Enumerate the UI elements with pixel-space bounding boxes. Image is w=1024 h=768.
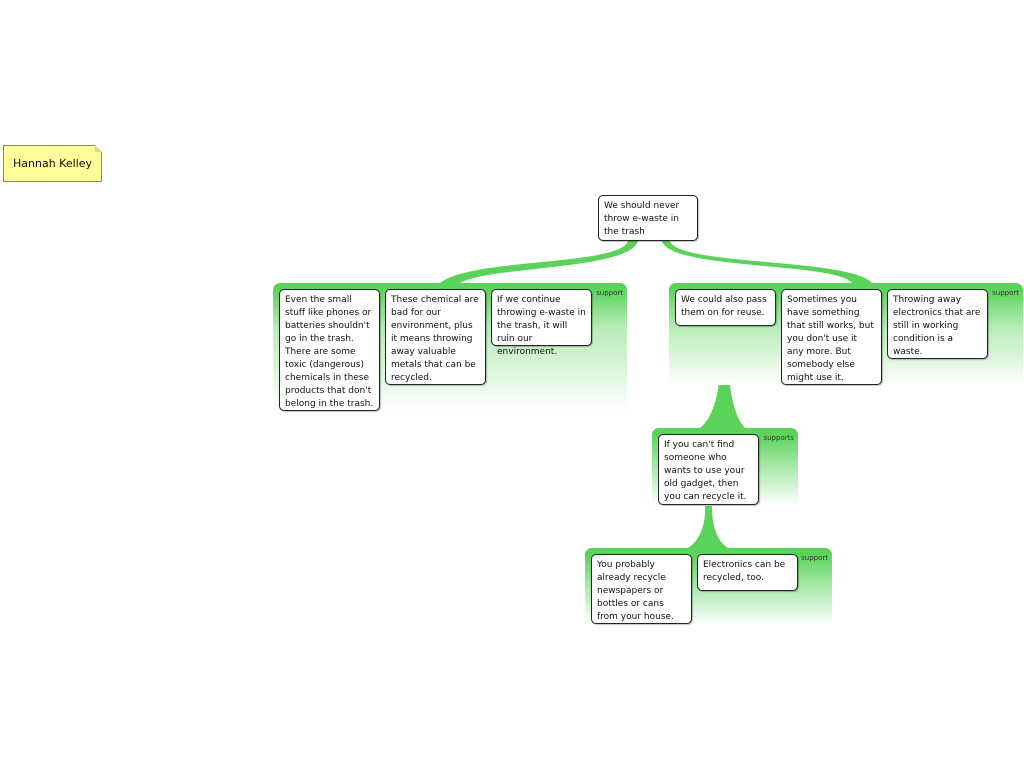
connector-recycle-to-bottom [688,505,728,548]
author-name: Hannah Kelley [13,157,92,170]
node-already-recycle[interactable]: You probably already recycle newspapers … [591,554,692,624]
node-recycle-gadget[interactable]: If you can't find someone who wants to u… [658,434,759,505]
node-electronics-recycled[interactable]: Electronics can be recycled, too. [697,554,798,591]
group-label-supports: supports [763,434,794,442]
node-pass-on[interactable]: We could also pass them on for reuse. [675,289,776,326]
connector-central-to-right [662,241,872,283]
node-ruin-environment[interactable]: If we continue throwing e-waste in the t… [491,289,592,357]
node-small-stuff[interactable]: Even the small stuff like phones or batt… [279,289,380,411]
connector-central-to-left [440,241,638,283]
central-topic[interactable]: We should never throw e-waste in the tra… [598,195,698,241]
node-waste[interactable]: Throwing away electronics that are still… [887,289,988,359]
author-note[interactable]: Hannah Kelley [3,145,102,182]
node-chemicals-bad[interactable]: These chemical are bad for our environme… [385,289,486,385]
group-label-bottom-support: support [801,554,828,562]
group-label-left-support: support [596,289,623,297]
node-still-works[interactable]: Sometimes you have something that still … [781,289,882,385]
group-label-right-support: support [992,289,1019,297]
